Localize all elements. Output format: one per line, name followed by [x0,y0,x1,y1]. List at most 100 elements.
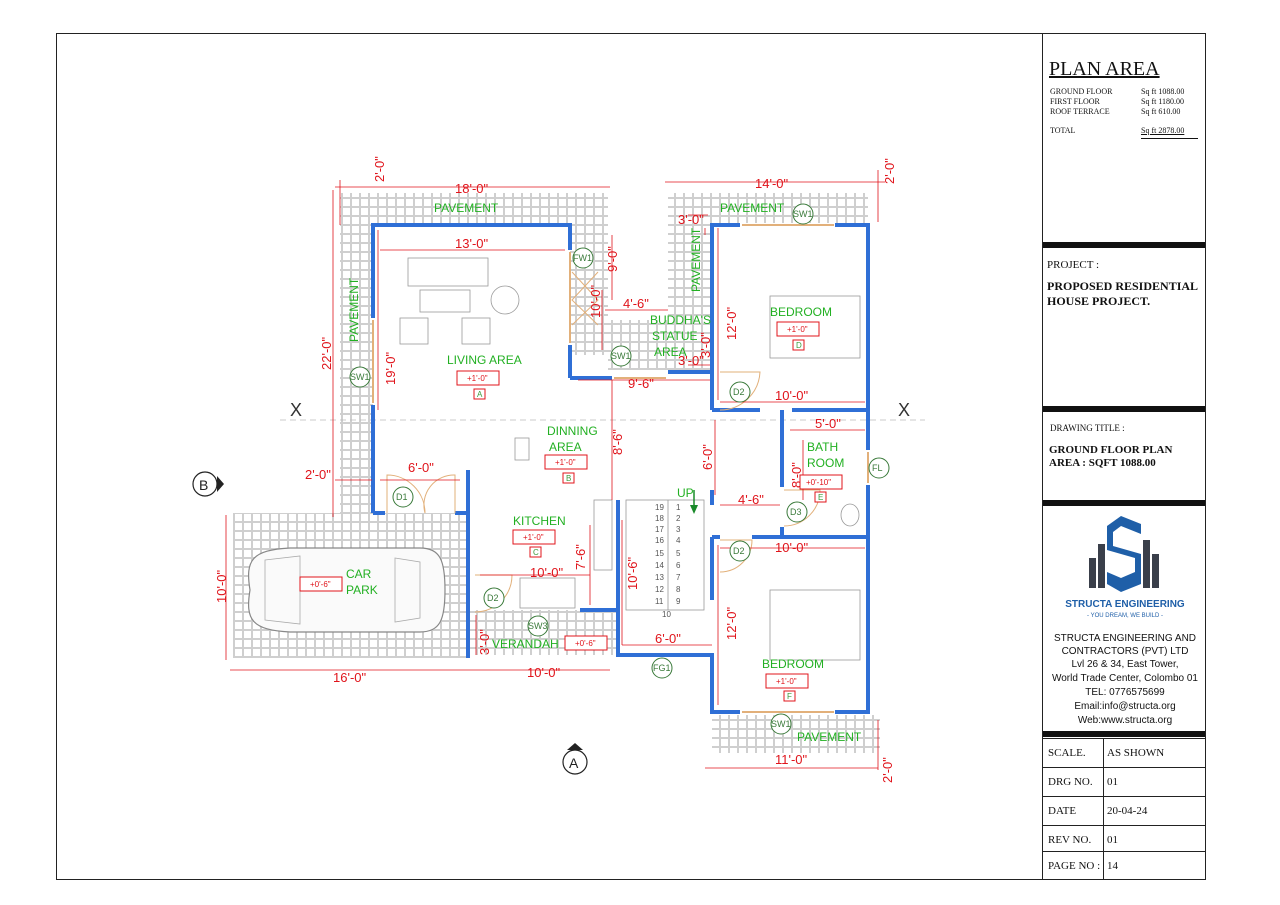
door-swing [719,539,753,573]
dim-text: 6'-0" [700,444,715,470]
stair-number: 13 [655,573,664,582]
dim-text: 4'-6" [623,296,649,311]
logo-bar [1143,540,1150,588]
dim-text: 10'-0" [588,284,603,318]
dim-text: 8'-6" [610,429,625,455]
tag-text: SW1 [611,351,631,361]
tag-text: D2 [487,593,499,603]
dimension-lines [225,170,885,770]
tag-text: FL [872,463,883,473]
logo-text: STRUCTA ENGINEERING [1065,599,1185,610]
meta-separator [1103,826,1104,855]
plan-area-total-label: TOTAL [1050,126,1076,135]
drawing-title-line1: GROUND FLOOR PLAN [1049,444,1173,456]
company-line: World Trade Center, Colombo 01 [1051,673,1198,684]
stair-number: 6 [676,561,681,570]
up-arrow-head [690,505,698,514]
doors [386,271,821,613]
plan-area-row-value: Sq ft 610.00 [1141,107,1181,116]
dim-text: 10'-6" [625,556,640,590]
pavement-label: PAVEMENT [347,277,361,342]
stair-number: 7 [676,573,681,582]
dim-text: 6'-0" [655,631,681,646]
tag-text: D1 [396,492,408,502]
level-text: +0'-6" [575,639,596,648]
grid-arrow [217,476,224,492]
tag-circle [651,657,673,679]
level-text: +1'-0" [555,458,576,467]
coffee-table [419,289,471,313]
pavement-label: PAVEMENT [434,201,499,215]
tag-circle [610,345,632,367]
meta-separator [1103,768,1104,797]
wall [835,537,870,714]
tag-text: SW3 [528,621,548,631]
title-block [1042,33,1206,880]
stair-number: 11 [655,597,664,606]
drawing-sheet-border [56,33,1206,880]
meta-separator [1103,797,1104,826]
dim-text: 2'-0" [882,158,897,184]
dim-text: 4'-6" [738,492,764,507]
stair-number: 18 [655,514,664,523]
stair-number: 2 [676,514,681,523]
room-name-buddha: STATUE [652,329,698,343]
code-box [473,388,486,400]
stair-number: 9 [676,597,681,606]
code-text: A [477,390,483,399]
meta-key: SCALE. [1048,747,1086,759]
plan-area-row-value: Sq ft 1180.00 [1141,97,1185,106]
dim-text: 2'-0" [372,156,387,182]
code-text: D [796,341,802,350]
armchair [399,317,429,345]
stair-numbers: 19 18 17 16 15 14 13 12 11 1 2 3 4 5 6 7… [655,503,681,619]
dim-text: 10'-0" [775,540,809,555]
level-text: +0'-6" [310,580,331,589]
project-name-line2: HOUSE PROJECT. [1047,294,1151,308]
room-labels: PAVEMENT PAVEMENT PAVEMENT PAVEMENT PAVE… [346,201,862,744]
floor-plan: 19 18 17 16 15 14 13 12 11 1 2 3 4 5 6 7… [192,156,925,783]
logo-bar [1098,544,1105,588]
stair-number: 4 [676,536,681,545]
dim-text: 3'-0" [477,629,492,655]
grid-label-b: B [199,477,208,493]
plan-area-title: PLAN AREA [1049,58,1160,80]
level-text: +0'-10" [806,478,831,487]
divider [1043,242,1205,248]
level-box [799,474,843,490]
tag-text: D2 [733,387,745,397]
wall [616,500,740,714]
stair-number: 12 [655,585,664,594]
grid-x-right: X [898,400,910,420]
car-rear-window [394,557,421,623]
logo-s-shape [1107,516,1141,592]
meta-value: 01 [1107,776,1118,788]
meta-key: REV NO. [1048,834,1092,846]
level-text: +1'-0" [467,374,488,383]
tag-text: SW1 [793,209,813,219]
stair-outline [625,499,705,611]
tag-circle [572,247,594,269]
level-box [564,635,608,651]
room-name-car-park: CAR [346,567,372,581]
dim-text: 2'-0" [305,467,331,482]
dim-text: 3'-0" [678,353,704,368]
plan-area-row-value: Sq ft 1088.00 [1141,87,1185,96]
meta-row-page: PAGE NO : 14 [1043,851,1205,880]
meta-value: 14 [1107,860,1118,872]
dimension-texts: 18'-0" 14'-0" 13'-0" 3'-0" 4'-6" 9'-6" 3… [214,156,897,783]
plan-area-row-label: FIRST FLOOR [1050,97,1100,106]
code-box [562,472,575,484]
dim-text: 9'-0" [605,246,620,272]
tag-text: D3 [790,507,802,517]
meta-row-rev: REV NO. 01 [1043,825,1205,855]
dim-text: 10'-0" [530,565,564,580]
tag-circle [770,713,792,735]
dim-text: 10'-0" [775,388,809,403]
level-text: +1'-0" [776,677,797,686]
tag-circle [786,501,808,523]
window-folding [571,271,599,326]
divider [1043,406,1205,412]
wall [835,223,870,410]
tag-circle [729,540,751,562]
